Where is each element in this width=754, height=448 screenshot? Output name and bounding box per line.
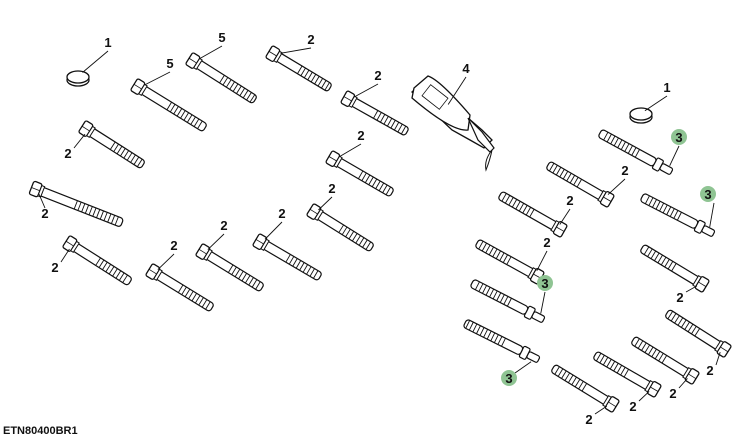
leader-line <box>678 378 688 389</box>
leader-line <box>685 285 698 293</box>
callout-label: 3 <box>704 187 711 202</box>
hex-bolt <box>551 364 620 413</box>
hex-bolt <box>631 336 700 385</box>
callout-label: 3 <box>675 130 682 145</box>
callout-label: 5 <box>218 30 225 45</box>
callout-label: 2 <box>669 386 676 401</box>
hex-bolt <box>28 180 124 227</box>
hex-bolt <box>78 120 145 169</box>
callout-label: 2 <box>621 163 628 178</box>
leader-line <box>73 133 86 149</box>
leader-line <box>353 83 379 98</box>
leader-line <box>644 95 668 112</box>
leader-line <box>709 202 715 228</box>
plug-cap <box>629 107 653 124</box>
callout-label: 2 <box>585 412 592 427</box>
leader-line <box>157 253 175 270</box>
leader-line <box>594 405 608 415</box>
callout-highlight <box>501 370 517 386</box>
leader-line <box>514 361 532 374</box>
hex-bolt <box>195 243 264 292</box>
hex-bolt <box>62 235 132 286</box>
callout-label: 2 <box>64 146 71 161</box>
callout-label: 2 <box>543 235 550 250</box>
hex-bolt <box>185 52 257 104</box>
leader-line <box>715 351 721 366</box>
leader-line <box>638 391 650 402</box>
hex-bolt <box>325 150 394 197</box>
callout-label: 2 <box>220 218 227 233</box>
sealant-bottle <box>411 75 495 172</box>
callout-label: 2 <box>357 128 364 143</box>
callout-label: 2 <box>41 206 48 221</box>
leader-line <box>38 194 46 209</box>
leader-line <box>60 248 70 263</box>
callout-label: 5 <box>166 56 173 71</box>
hex-bolt <box>665 309 732 358</box>
stud-bolt <box>470 279 546 323</box>
hex-bolt <box>306 203 374 252</box>
callout-label: 2 <box>170 238 177 253</box>
callout-highlight <box>700 186 716 202</box>
leader-line <box>144 71 171 86</box>
plug-cap <box>66 70 90 87</box>
hex-bolt <box>546 161 615 208</box>
stud-bolt <box>598 129 674 175</box>
callout-highlight <box>671 129 687 145</box>
stud-bolt <box>640 193 716 237</box>
callout-label: 2 <box>706 363 713 378</box>
hex-bolt <box>640 244 710 293</box>
leader-line <box>264 221 283 240</box>
leader-line <box>207 233 225 250</box>
callout-highlight <box>537 275 553 291</box>
leader-line <box>607 178 626 195</box>
callout-label: 1 <box>663 80 670 95</box>
stud-bolt <box>463 319 541 363</box>
leader-line <box>82 50 109 73</box>
leader-line <box>198 45 223 60</box>
hex-bolt <box>265 45 332 92</box>
hex-bolt <box>593 351 662 398</box>
callout-label: 1 <box>104 35 111 50</box>
callout-label: 4 <box>462 61 470 76</box>
leader-line <box>447 76 467 105</box>
leader-line <box>669 145 680 166</box>
callout-label: 2 <box>278 206 285 221</box>
callout-label: 2 <box>328 181 335 196</box>
callout-label: 2 <box>566 193 573 208</box>
callout-label: 2 <box>374 68 381 83</box>
callout-label: 3 <box>541 276 548 291</box>
hex-bolt <box>340 90 409 136</box>
leader-line <box>540 291 546 314</box>
hex-bolt <box>145 263 214 312</box>
hex-bolt <box>130 78 207 132</box>
callout-label: 2 <box>307 32 314 47</box>
callout-label: 3 <box>505 371 512 386</box>
leader-line <box>536 250 548 272</box>
callout-label: 2 <box>629 399 636 414</box>
leader-line <box>280 47 312 54</box>
leader-line <box>338 143 362 158</box>
figure-id: ETN80400BR1 <box>3 425 78 437</box>
callout-label: 2 <box>51 260 58 275</box>
hex-bolt <box>498 191 568 238</box>
callout-label: 2 <box>676 290 683 305</box>
hex-bolt <box>475 239 545 285</box>
hex-bolt <box>252 233 322 281</box>
leader-line <box>318 196 333 211</box>
leader-line <box>559 208 571 225</box>
